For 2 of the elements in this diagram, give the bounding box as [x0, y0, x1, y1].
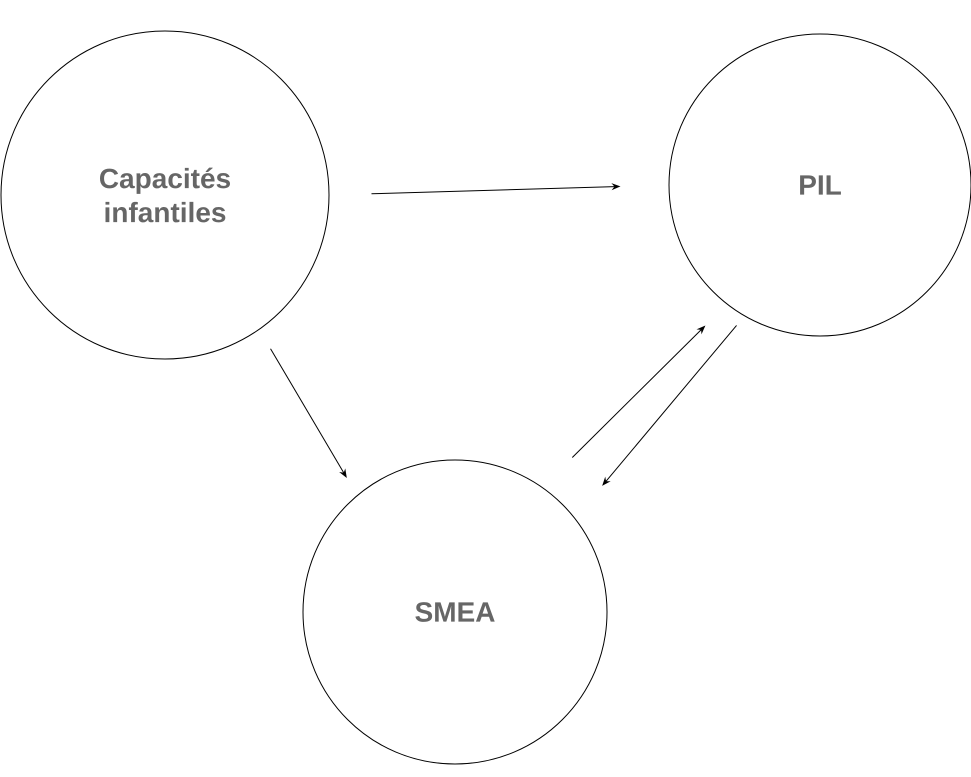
- circle-node: Capacités infantiles: [0, 30, 330, 360]
- circle-node: SMEA: [302, 460, 608, 764]
